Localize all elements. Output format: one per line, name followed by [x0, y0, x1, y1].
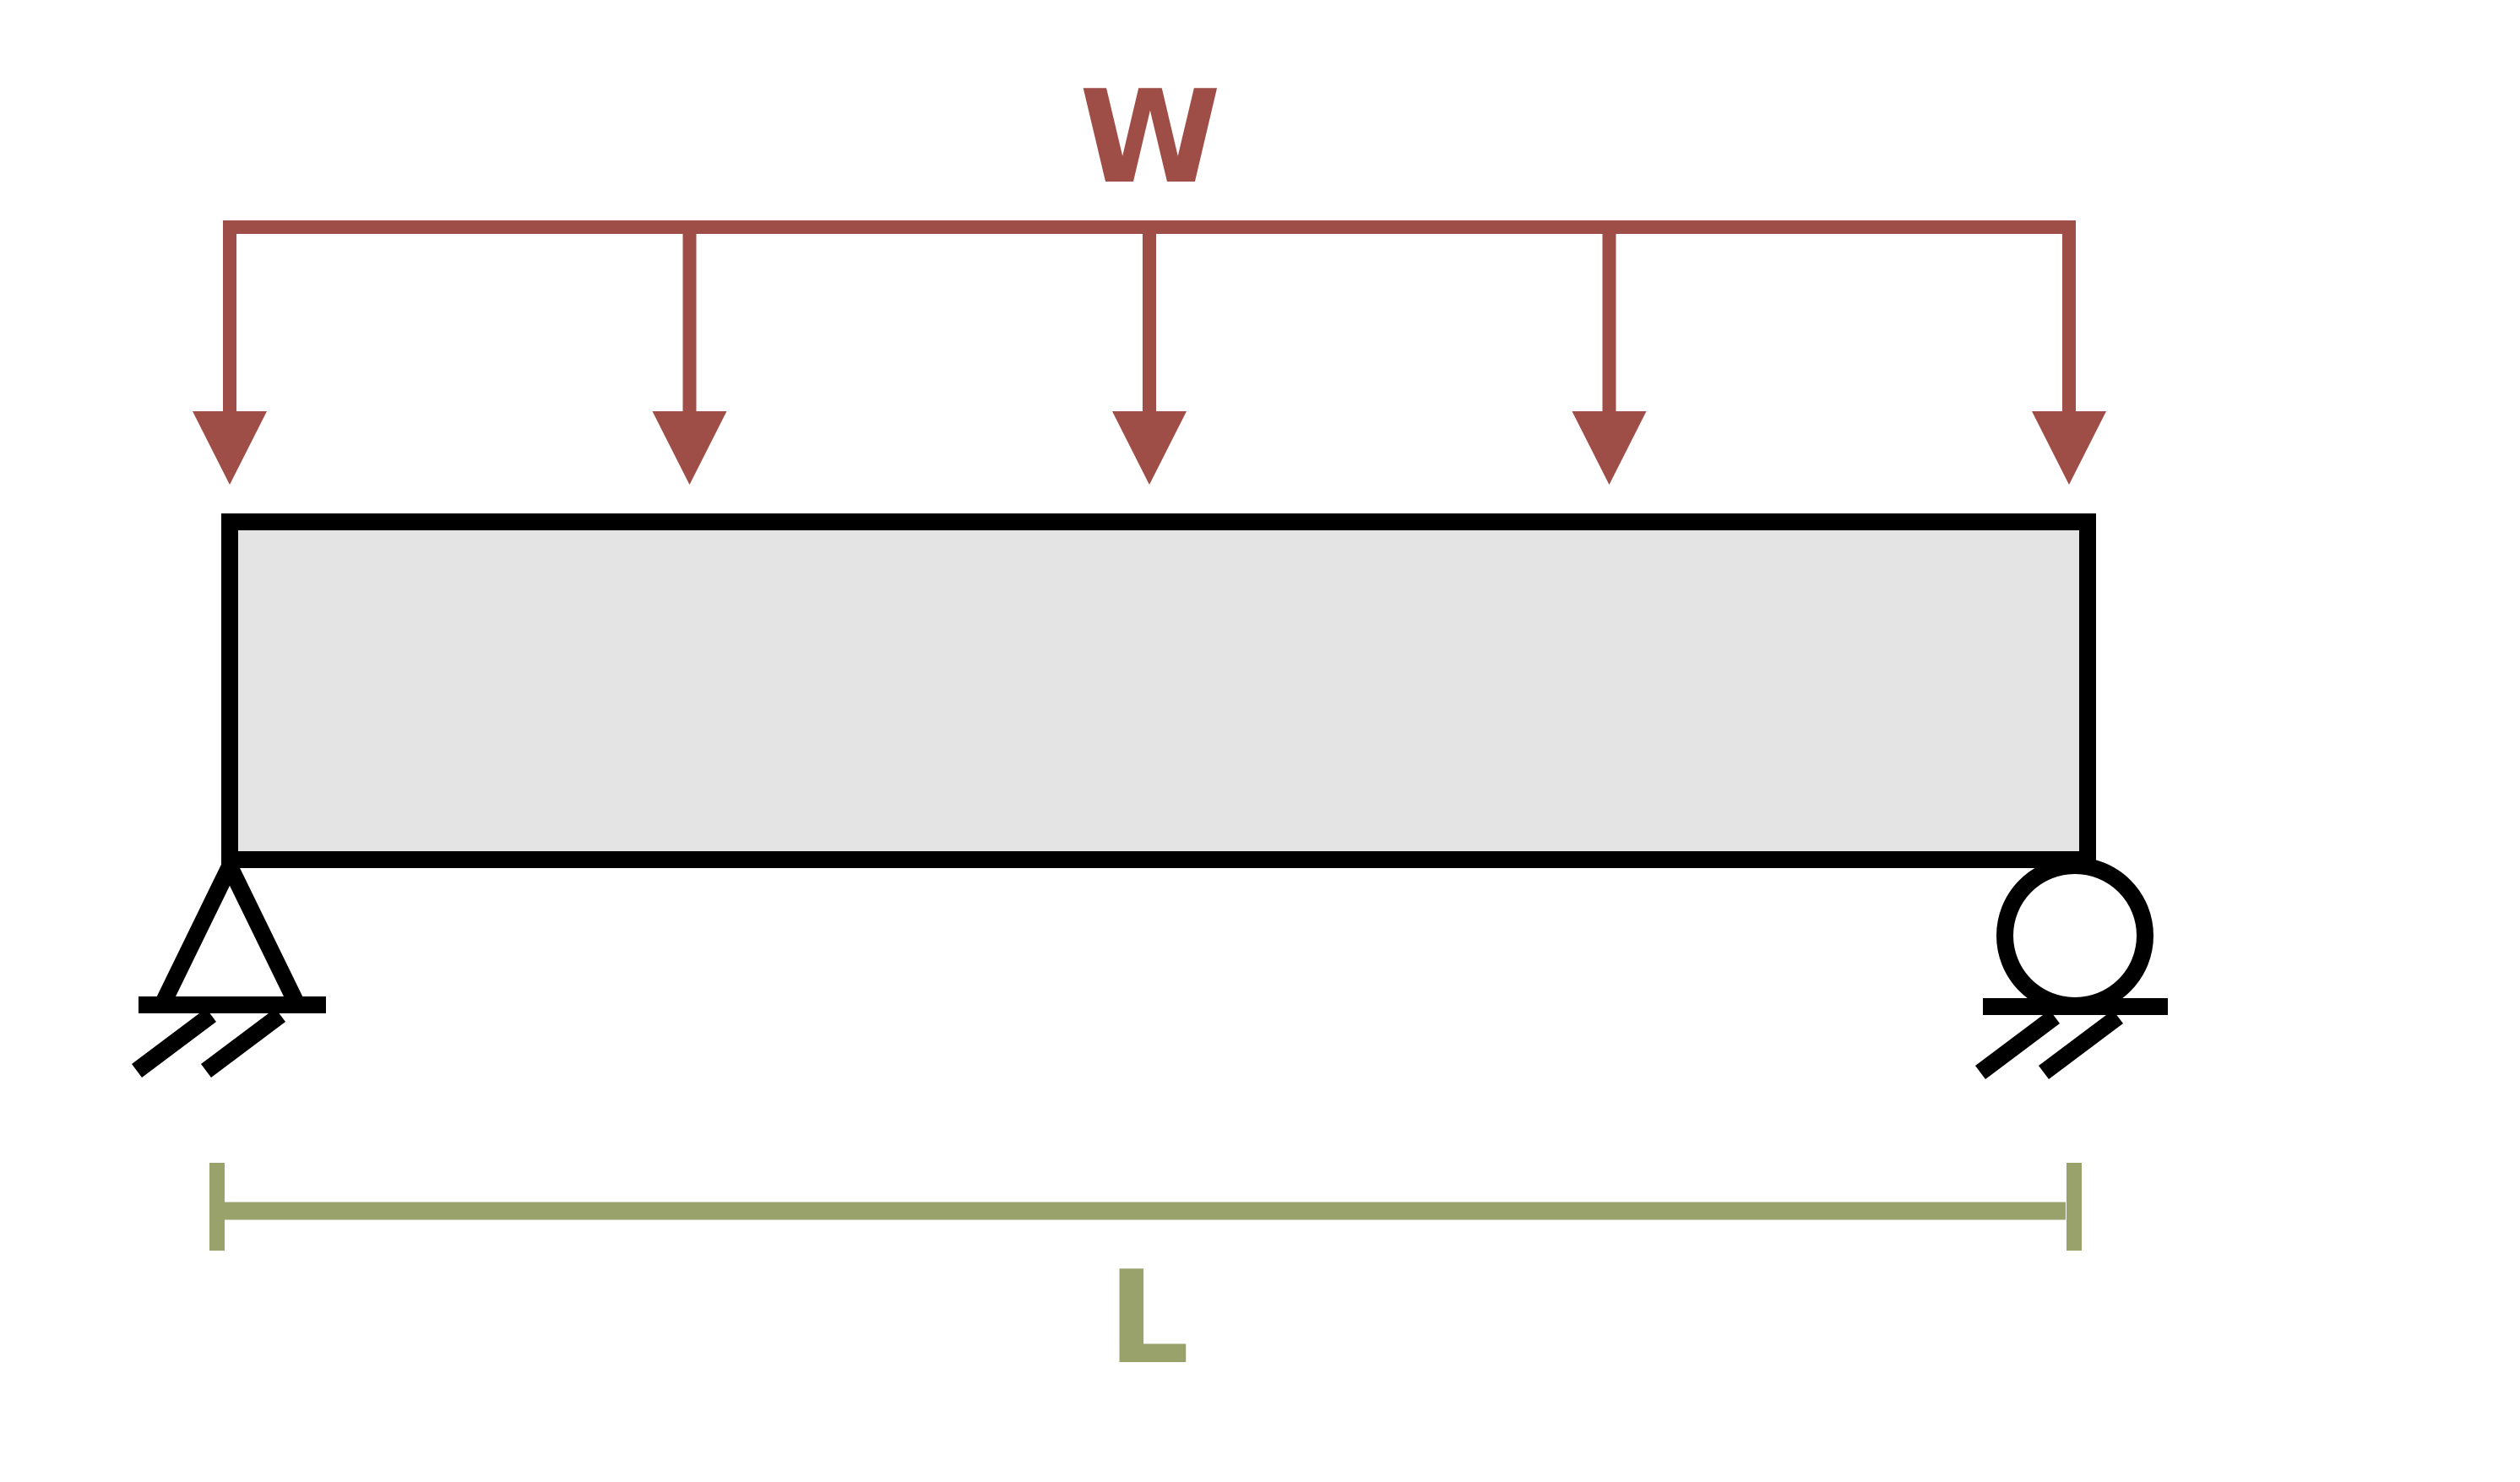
dimension: L	[209, 1163, 2082, 1392]
load-arrow-head	[2032, 411, 2106, 485]
roller-support-icon	[1975, 857, 2168, 1079]
load-label: W	[1079, 62, 1221, 212]
load-arrow-head	[193, 411, 267, 485]
pin-triangle	[148, 847, 312, 1013]
ground-hatch	[1975, 1010, 2060, 1079]
roller-circle	[1996, 857, 2153, 1014]
ground-hatch	[201, 1008, 285, 1078]
ground-hatch	[132, 1008, 216, 1078]
load-arrow-head	[652, 411, 727, 485]
pin-support-icon	[132, 847, 326, 1078]
load-arrow-head	[1572, 411, 1647, 485]
load-arrow-head	[1112, 411, 1187, 485]
beam	[221, 513, 2096, 868]
distributed-load-arrows	[193, 227, 2106, 485]
dimension-label: L	[1108, 1243, 1190, 1392]
ground-hatch	[2039, 1010, 2123, 1079]
